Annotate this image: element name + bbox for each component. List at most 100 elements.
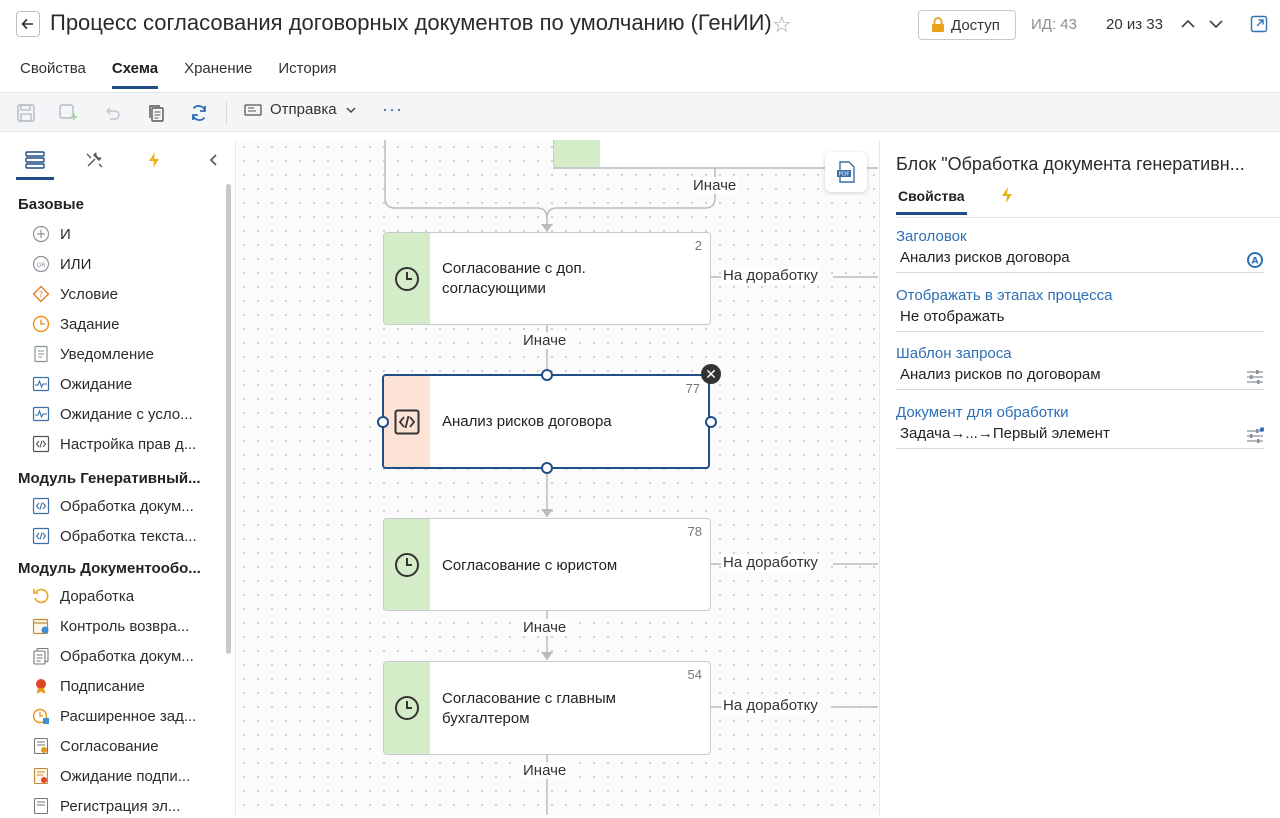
- delete-node-button[interactable]: ✕: [701, 364, 721, 384]
- more-button[interactable]: ···: [382, 99, 403, 119]
- connection-handle-top[interactable]: [541, 369, 553, 381]
- arrow-left-icon: [21, 18, 33, 30]
- palette-item-label: Расширенное зад...: [60, 707, 197, 725]
- field-document: Документ для обработки Задача→...→Первый…: [896, 404, 1264, 449]
- document-select[interactable]: Задача→...→Первый элемент: [896, 425, 1264, 449]
- palette-item-registration[interactable]: Регистрация эл...: [32, 794, 180, 818]
- copy-icon[interactable]: [146, 103, 166, 123]
- palette-scrollbar[interactable]: [226, 184, 231, 654]
- send-dropdown[interactable]: Отправка: [244, 101, 357, 118]
- display-stages-select[interactable]: Не отображать: [896, 308, 1264, 332]
- tab-history[interactable]: История: [278, 60, 337, 77]
- code-icon: [32, 497, 50, 515]
- chevron-up-icon[interactable]: [1178, 14, 1198, 34]
- favorite-star-icon[interactable]: ☆: [772, 12, 792, 37]
- palette-item-condition[interactable]: ? Условие: [32, 282, 118, 306]
- palette-item-approval[interactable]: Согласование: [32, 734, 159, 758]
- field-label: Заголовок: [896, 228, 967, 245]
- sliders-icon[interactable]: [1246, 427, 1264, 445]
- export-pdf-button[interactable]: PDF: [825, 152, 867, 192]
- list-icon: [25, 151, 45, 169]
- palette-item-rework[interactable]: Доработка: [32, 584, 134, 608]
- palette-item-label: ИЛИ: [60, 255, 92, 273]
- clock-icon: [395, 696, 419, 720]
- chevron-down-icon[interactable]: [1206, 14, 1226, 34]
- properties-tabs: Свойства: [896, 186, 1280, 218]
- edge-label-else: Иначе: [521, 332, 569, 349]
- localization-icon[interactable]: A: [1246, 251, 1264, 269]
- palette-item-return-control[interactable]: Контроль возвра...: [32, 614, 189, 638]
- lock-icon: [932, 17, 944, 32]
- save-as-icon[interactable]: [58, 103, 78, 123]
- field-value: Задача→...→Первый элемент: [900, 425, 1110, 442]
- collapse-panel-button[interactable]: [202, 148, 226, 172]
- svg-text:OR: OR: [37, 262, 46, 269]
- svg-text:?: ?: [39, 290, 43, 299]
- access-button[interactable]: Доступ: [918, 10, 1016, 40]
- title-input[interactable]: Анализ рисков договора A: [896, 249, 1264, 273]
- chevron-left-icon: [209, 154, 217, 166]
- edge-label-else: Иначе: [521, 619, 569, 636]
- process-node[interactable]: Согласование с главным бухгалтером 54: [383, 661, 711, 755]
- request-template-select[interactable]: Анализ рисков по договорам: [896, 366, 1264, 390]
- svg-text:PDF: PDF: [839, 172, 850, 178]
- lightning-icon[interactable]: [1000, 186, 1014, 204]
- undo-icon[interactable]: [102, 103, 122, 123]
- process-node[interactable]: Согласование с юристом 78: [383, 518, 711, 611]
- palette-item-label: Доработка: [60, 587, 135, 605]
- palette-item-label: Ожидание: [60, 375, 133, 393]
- properties-title: Блок "Обработка документа генеративн...: [896, 154, 1245, 174]
- back-button[interactable]: [16, 11, 40, 37]
- tab-properties[interactable]: Свойства: [20, 60, 86, 77]
- palette-item-text-processing[interactable]: Обработка текста...: [32, 524, 197, 548]
- condition-diamond-icon: ?: [32, 285, 50, 303]
- palette-item-doc-processing[interactable]: Обработка докум...: [32, 494, 194, 518]
- palette-item-notification[interactable]: Уведомление: [32, 342, 154, 366]
- palette-item-task[interactable]: Задание: [32, 312, 120, 336]
- process-node-partial[interactable]: [553, 140, 878, 168]
- record-pager: 20 из 33: [1106, 16, 1163, 33]
- palette-item-label: Задание: [60, 315, 120, 333]
- palette-item-sign-wait[interactable]: Ожидание подпи...: [32, 764, 190, 788]
- connection-handle-left[interactable]: [377, 416, 389, 428]
- field-value: Не отображать: [900, 308, 1005, 325]
- palette-item-wait[interactable]: Ожидание: [32, 372, 132, 396]
- node-number: 54: [687, 667, 702, 682]
- palette-item-doc-handling[interactable]: Обработка докум...: [32, 644, 194, 668]
- lightning-icon: [149, 152, 159, 168]
- code-icon: [394, 409, 420, 435]
- palette-item-wait-condition[interactable]: Ожидание с усло...: [32, 402, 193, 426]
- node-label: Анализ рисков договора: [442, 413, 612, 430]
- process-node-selected[interactable]: Анализ рисков договора 77: [382, 374, 710, 469]
- palette-tools-tab[interactable]: [82, 148, 106, 172]
- schema-canvas[interactable]: Иначе Согласование с доп. согласующими 2…: [237, 140, 878, 815]
- palette-item-signing[interactable]: Подписание: [32, 674, 145, 698]
- node-number: 77: [685, 381, 700, 396]
- access-label: Доступ: [951, 16, 1000, 34]
- calendar-doc-icon: [32, 617, 50, 635]
- send-label: Отправка: [270, 101, 337, 118]
- open-external-icon[interactable]: [1250, 15, 1268, 33]
- pdf-icon: PDF: [837, 161, 855, 183]
- documents-icon: [32, 647, 50, 665]
- palette-item-permissions[interactable]: Настройка прав д...: [32, 432, 196, 456]
- process-node[interactable]: Согласование с доп. согласующими 2: [383, 232, 711, 325]
- palette-events-tab[interactable]: [142, 148, 166, 172]
- save-icon[interactable]: [16, 103, 36, 123]
- palette-item-label: Условие: [60, 285, 118, 303]
- tab-block-properties[interactable]: Свойства: [896, 188, 967, 215]
- palette-item-extended-task[interactable]: Расширенное зад...: [32, 704, 196, 728]
- edge-label-rework: На доработку: [721, 267, 820, 284]
- palette-list-tab[interactable]: [23, 148, 47, 172]
- tab-storage[interactable]: Хранение: [184, 60, 253, 77]
- sliders-icon[interactable]: [1246, 368, 1264, 386]
- tab-schema[interactable]: Схема: [111, 60, 159, 89]
- palette-item-and[interactable]: И: [32, 222, 71, 246]
- palette-item-or[interactable]: OR ИЛИ: [32, 252, 91, 276]
- or-circle-icon: OR: [32, 255, 50, 273]
- close-icon: ✕: [705, 365, 717, 382]
- connection-handle-bottom[interactable]: [541, 462, 553, 474]
- refresh-icon[interactable]: [189, 103, 209, 123]
- connection-handle-right[interactable]: [705, 416, 717, 428]
- field-title: Заголовок Анализ рисков договора A: [896, 228, 1264, 273]
